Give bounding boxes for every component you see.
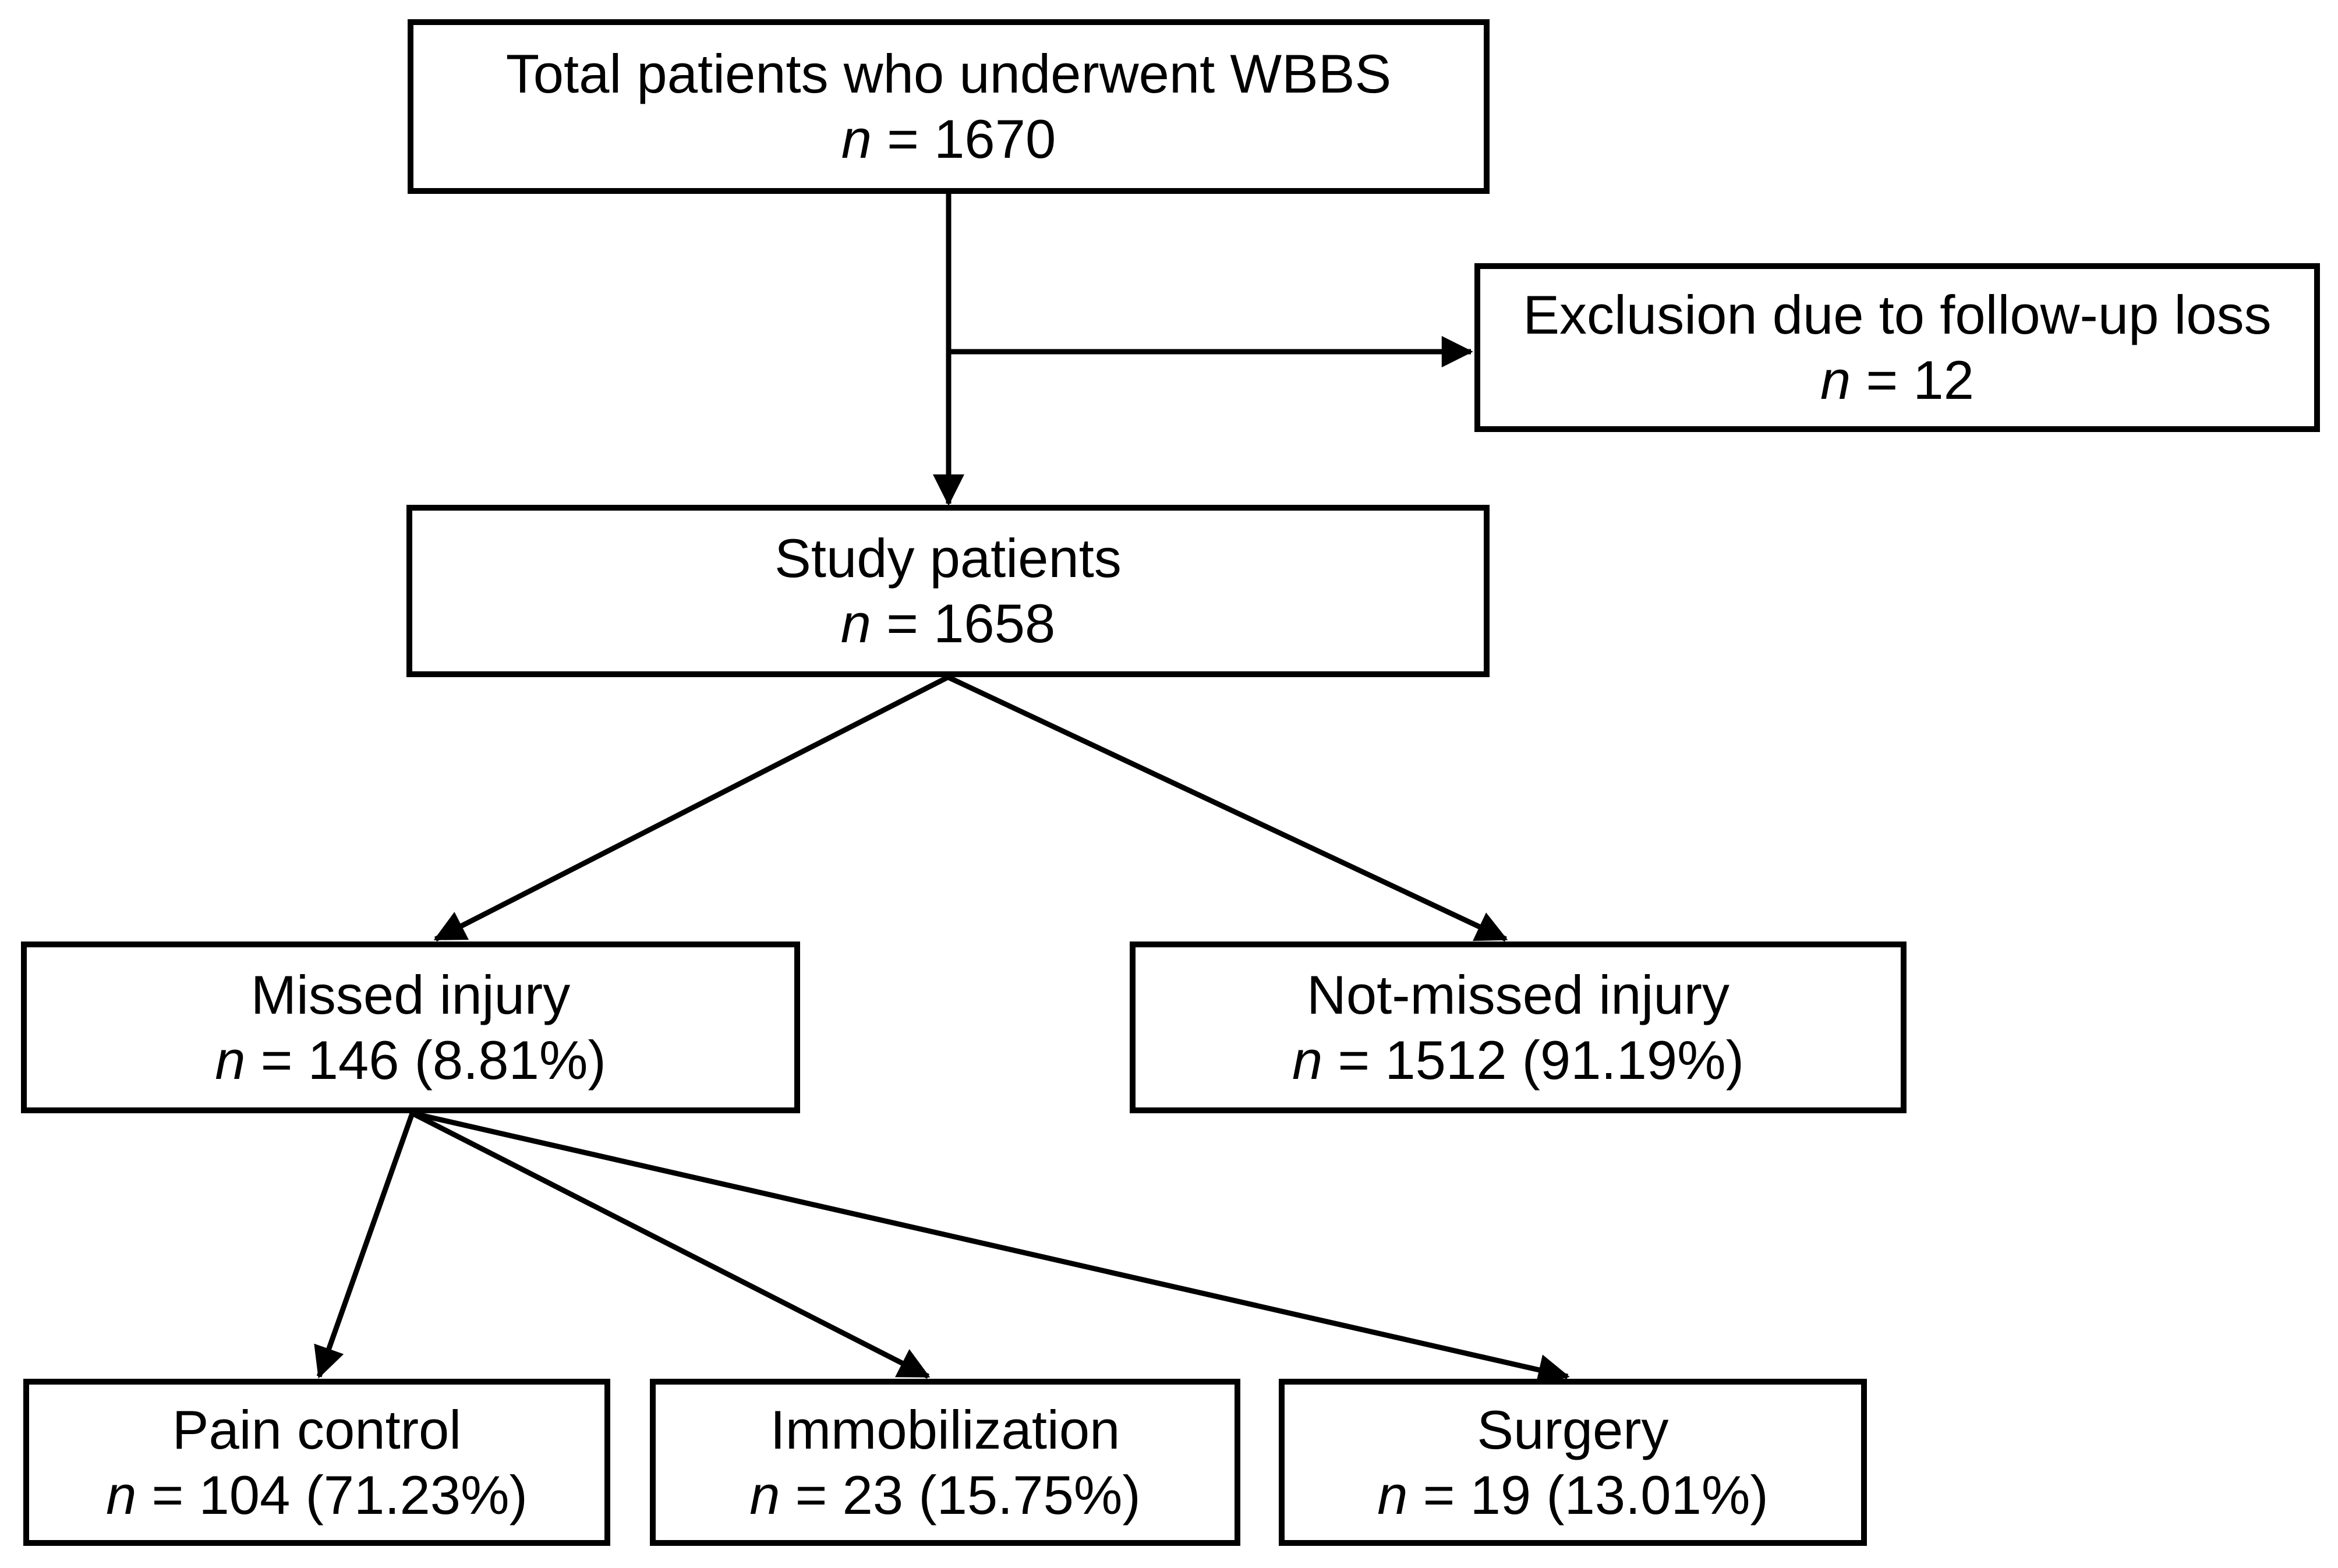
- node-count: n = 12: [1820, 348, 1974, 413]
- node-count: n = 104 (71.23%): [106, 1463, 528, 1528]
- node-study-patients: Study patients n = 1658: [406, 505, 1490, 677]
- arrow-missed-to-pain-control: [314, 1112, 415, 1379]
- n-symbol: n: [215, 1029, 246, 1091]
- node-pain-control: Pain control n = 104 (71.23%): [23, 1379, 610, 1546]
- n-symbol: n: [1820, 349, 1851, 410]
- n-symbol: n: [841, 108, 872, 169]
- n-symbol: n: [840, 593, 872, 654]
- count-text: = 146 (8.81%): [260, 1029, 606, 1091]
- n-symbol: n: [749, 1464, 780, 1525]
- node-count: n = 1670: [841, 107, 1056, 172]
- node-title: Not-missed injury: [1306, 964, 1730, 1025]
- node-title: Study patients: [774, 528, 1122, 589]
- node-count: n = 1512 (91.19%): [1292, 1028, 1744, 1093]
- n-symbol: n: [1377, 1464, 1408, 1525]
- node-count: n = 1658: [841, 591, 1056, 656]
- arrow-study-to-not-missed: [947, 674, 1508, 942]
- count-text: = 19 (13.01%): [1423, 1464, 1768, 1525]
- n-symbol: n: [1292, 1029, 1323, 1091]
- arrow-study-to-missed: [433, 674, 950, 942]
- node-title: Exclusion due to follow-up loss: [1523, 284, 2272, 345]
- n-symbol: n: [106, 1464, 137, 1525]
- count-text: = 104 (71.23%): [151, 1464, 528, 1525]
- node-immobilization: Immobilization n = 23 (15.75%): [650, 1379, 1240, 1546]
- count-text: = 1512 (91.19%): [1338, 1029, 1745, 1091]
- node-title: Surgery: [1477, 1399, 1669, 1460]
- node-missed-injury: Missed injury n = 146 (8.81%): [21, 941, 800, 1113]
- node-title: Missed injury: [250, 964, 571, 1025]
- node-surgery: Surgery n = 19 (13.01%): [1279, 1379, 1867, 1546]
- count-text: = 12: [1866, 349, 1974, 410]
- node-not-missed-injury: Not-missed injury n = 1512 (91.19%): [1130, 941, 1907, 1113]
- node-count: n = 23 (15.75%): [749, 1463, 1141, 1528]
- node-count: n = 19 (13.01%): [1377, 1463, 1768, 1528]
- arrow-missed-to-surgery: [412, 1110, 1570, 1386]
- count-text: = 1658: [886, 593, 1056, 654]
- count-text: = 1670: [887, 108, 1056, 169]
- count-text: = 23 (15.75%): [795, 1464, 1141, 1525]
- node-exclusion: Exclusion due to follow-up loss n = 12: [1474, 263, 2320, 432]
- node-title: Immobilization: [770, 1399, 1120, 1460]
- arrow-missed-to-immobilization: [411, 1110, 931, 1379]
- node-title: Pain control: [172, 1399, 462, 1460]
- node-total-patients: Total patients who underwent WBBS n = 16…: [408, 19, 1490, 194]
- node-title: Total patients who underwent WBBS: [505, 43, 1392, 104]
- node-count: n = 146 (8.81%): [215, 1028, 606, 1093]
